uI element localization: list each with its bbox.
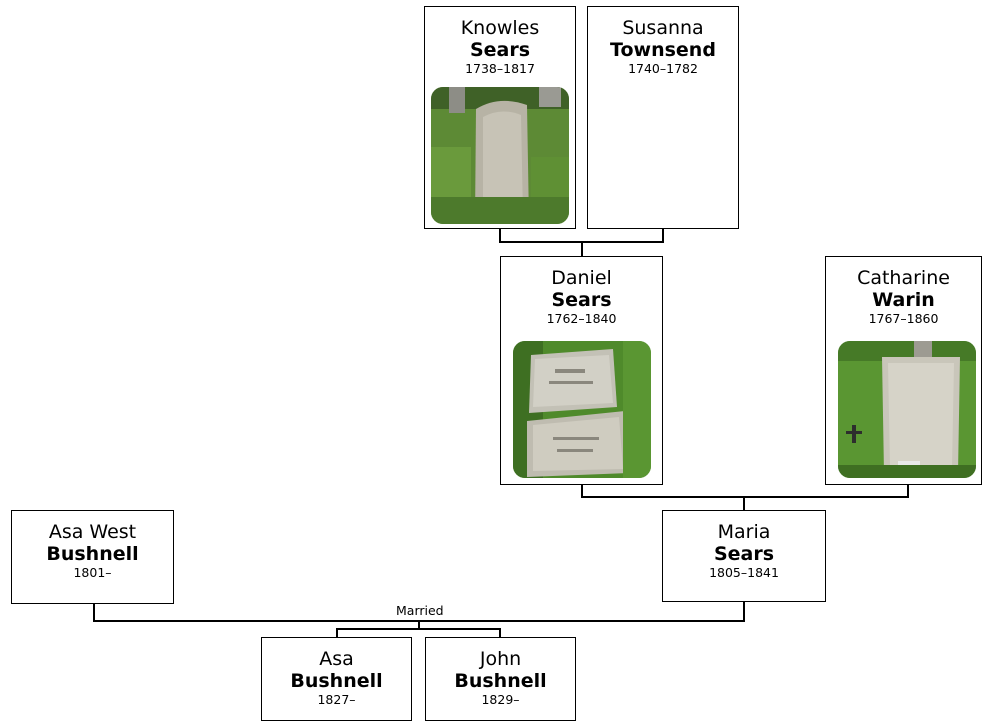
person-susanna-townsend[interactable]: Susanna Townsend 1740–1782	[587, 6, 739, 229]
life-dates: 1767–1860	[868, 311, 939, 326]
given-name: Catharine	[857, 267, 950, 289]
connector-asawest-down	[93, 603, 95, 621]
surname: Sears	[469, 39, 531, 61]
surname: Bushnell	[46, 543, 139, 565]
surname: Bushnell	[454, 670, 547, 692]
person-asa-west-bushnell[interactable]: Asa West Bushnell 1801–	[11, 510, 174, 604]
headstone-photo[interactable]	[838, 341, 976, 478]
person-maria-sears[interactable]: Maria Sears 1805–1841	[662, 510, 826, 602]
given-name: Asa	[319, 648, 354, 670]
connector-to-john	[499, 628, 501, 637]
connector-maria-down	[743, 601, 745, 621]
connector-to-asa	[336, 628, 338, 637]
given-name: Knowles	[460, 17, 540, 39]
connector-knowles-down	[499, 228, 501, 242]
connector-couple-2	[581, 496, 909, 498]
person-asa-bushnell[interactable]: Asa Bushnell 1827–	[261, 637, 412, 721]
surname: Warin	[872, 289, 935, 311]
life-dates: 1738–1817	[465, 61, 535, 76]
given-name: John	[479, 648, 522, 670]
surname: Sears	[551, 289, 612, 311]
connector-daniel-down	[581, 484, 583, 497]
life-dates: 1829–	[481, 692, 520, 707]
connector-to-maria	[743, 496, 745, 510]
headstone-photo[interactable]	[513, 341, 651, 478]
surname: Townsend	[610, 39, 716, 61]
person-daniel-sears[interactable]: Daniel Sears 1762–1840	[500, 256, 663, 485]
connector-susanna-down	[662, 228, 664, 242]
given-name: Asa West	[48, 521, 137, 543]
connector-to-children	[418, 620, 420, 629]
surname: Bushnell	[290, 670, 383, 692]
life-dates: 1801–	[73, 565, 112, 580]
life-dates: 1740–1782	[628, 61, 698, 76]
connector-to-daniel	[581, 241, 583, 256]
given-name: Daniel	[551, 267, 612, 289]
person-catharine-warin[interactable]: Catharine Warin 1767–1860	[825, 256, 982, 485]
given-name: Maria	[717, 521, 771, 543]
life-dates: 1762–1840	[546, 311, 617, 326]
headstone-photo[interactable]	[431, 87, 569, 224]
married-label: Married	[396, 603, 444, 618]
connector-children-bar	[336, 628, 501, 630]
life-dates: 1805–1841	[709, 565, 779, 580]
given-name: Susanna	[622, 17, 704, 39]
connector-catharine-down	[907, 484, 909, 497]
life-dates: 1827–	[317, 692, 356, 707]
surname: Sears	[713, 543, 775, 565]
person-knowles-sears[interactable]: Knowles Sears 1738–1817	[424, 6, 576, 229]
person-john-bushnell[interactable]: John Bushnell 1829–	[425, 637, 576, 721]
